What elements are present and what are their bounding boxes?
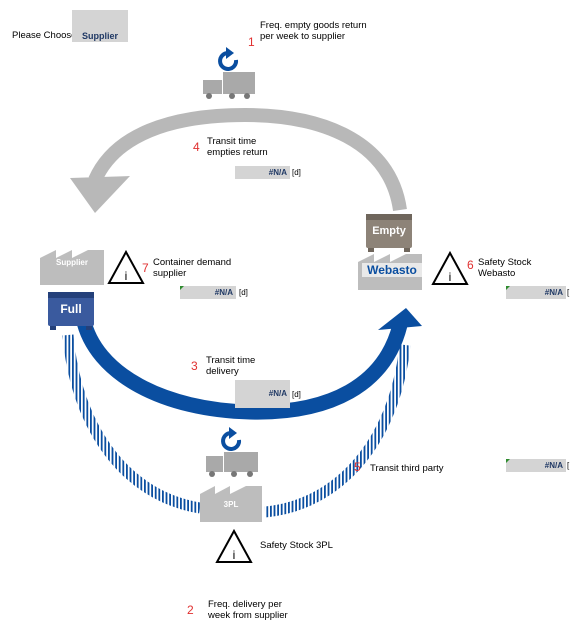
third-party-route-arrow: [62, 334, 411, 518]
svg-text:i: i: [125, 269, 128, 283]
cell-marker-icon: [506, 459, 510, 463]
container-demand-value-field[interactable]: #N/A: [180, 286, 236, 299]
webasto-logo: Webasto: [362, 263, 422, 277]
warning-triangle-icon: i: [215, 528, 253, 563]
transit-third-party-value-field[interactable]: #N/A: [506, 459, 566, 472]
field-value: #N/A: [268, 168, 287, 177]
svg-text:i: i: [233, 548, 236, 562]
step-label-line: supplier: [153, 268, 187, 279]
field-value: #N/A: [268, 389, 287, 398]
step-number: 5: [354, 460, 361, 474]
step-number: 6: [467, 258, 474, 272]
warning-triangle-icon: i: [107, 249, 145, 284]
field-unit: [d]: [239, 288, 248, 297]
step-label-line: delivery: [206, 366, 239, 377]
field-value: #N/A: [214, 288, 233, 297]
refresh-icon: [218, 47, 239, 71]
field-value: #N/A: [544, 288, 563, 297]
refresh-icon: [221, 427, 242, 451]
delivery-arrow: [75, 308, 422, 420]
safety-stock-3pl-label: Safety Stock 3PL: [260, 540, 333, 551]
return-truck-icon: [203, 72, 255, 99]
full-container-icon: [48, 292, 94, 330]
empties-return-value-field[interactable]: #N/A: [235, 166, 290, 179]
empty-container-label: Empty: [372, 225, 406, 237]
step-number: 3: [191, 359, 198, 373]
step-label-line: week from supplier: [208, 610, 288, 621]
third-party-factory-label: 3PL: [223, 500, 239, 509]
delivery-truck-icon: [206, 452, 258, 477]
cell-marker-icon: [506, 286, 510, 290]
supplier-select[interactable]: Supplier: [72, 10, 128, 42]
step-label-line: Container demand: [153, 257, 232, 268]
step-number: 2: [187, 603, 194, 617]
step-label-line: Transit third party: [370, 463, 444, 474]
empty-container-icon: [366, 214, 412, 252]
field-unit: [: [567, 461, 570, 470]
step-label-line: Transit time: [206, 355, 256, 366]
step-label-line: Webasto: [478, 268, 516, 279]
step-label-line: per week to supplier: [260, 31, 346, 42]
selector-prompt: Please Choose: [12, 30, 77, 41]
warning-triangle-icon: i: [431, 250, 469, 285]
field-unit: [d]: [292, 390, 301, 399]
supplier-factory-icon: [40, 250, 104, 285]
step-label-line: empties return: [207, 147, 268, 158]
step-label-line: Freq. empty goods return: [260, 20, 367, 31]
step-number: 7: [142, 261, 149, 275]
cell-marker-icon: [180, 286, 184, 290]
step-label-line: Transit time: [207, 136, 257, 147]
step-label-line: Safety Stock: [478, 257, 532, 268]
step-number: 4: [193, 140, 200, 154]
field-value: #N/A: [544, 461, 563, 470]
step-number: 1: [248, 35, 255, 49]
empties-return-arrow: [70, 107, 407, 213]
transit-delivery-value-field[interactable]: #N/A: [235, 380, 290, 408]
safety-stock-webasto-value-field[interactable]: #N/A: [506, 286, 566, 299]
svg-text:i: i: [449, 270, 452, 284]
field-unit: [d]: [292, 168, 301, 177]
step-label-line: Freq. delivery per: [208, 599, 282, 610]
field-unit: [: [567, 288, 570, 297]
supplier-factory-label: Supplier: [55, 258, 88, 267]
third-party-factory-icon: [200, 486, 262, 522]
full-container-label: Full: [60, 302, 82, 316]
